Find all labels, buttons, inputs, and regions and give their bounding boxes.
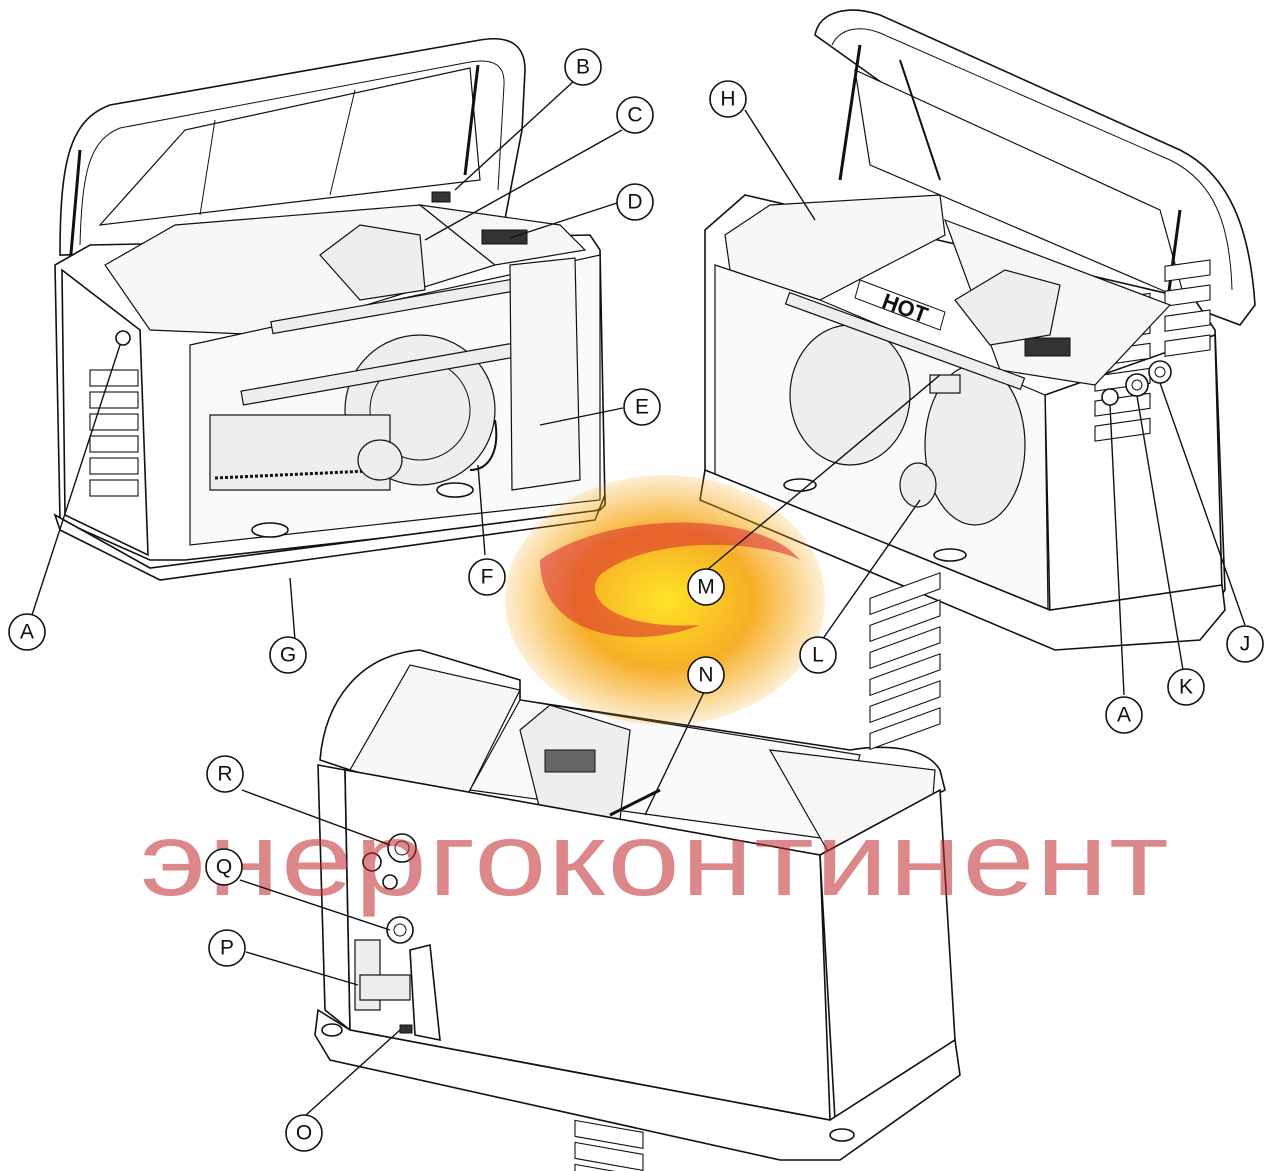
svg-text:N: N <box>698 664 713 687</box>
svg-text:J: J <box>1240 633 1251 656</box>
callout-g: G <box>269 636 307 674</box>
svg-text:C: C <box>627 104 642 127</box>
svg-text:P: P <box>220 937 234 960</box>
svg-text:B: B <box>576 56 590 79</box>
callout-a-right: A <box>1105 696 1143 734</box>
watermark-logo <box>505 475 825 725</box>
svg-text:G: G <box>280 644 296 667</box>
svg-text:D: D <box>627 191 642 214</box>
callout-p: P <box>208 929 246 967</box>
callout-h: H <box>709 80 747 118</box>
watermark-text: энергоконтинент <box>140 802 1170 918</box>
leader-lines <box>31 79 1246 1116</box>
svg-text:R: R <box>217 763 232 786</box>
connector-j-icon <box>1148 360 1172 384</box>
engine-assembly-side <box>519 704 661 821</box>
svg-text:H: H <box>720 88 735 111</box>
callout-n: N <box>687 656 725 694</box>
fuel-regulator-assembly <box>354 939 441 1041</box>
svg-text:E: E <box>635 396 649 419</box>
svg-text:K: K <box>1179 676 1193 699</box>
generator-front-view <box>53 38 606 581</box>
svg-text:O: O <box>296 1122 312 1145</box>
callout-a-left: A <box>8 613 46 651</box>
svg-text:A: A <box>20 621 34 644</box>
callout-j: J <box>1226 625 1264 663</box>
callout-f: F <box>468 558 506 596</box>
callout-o: O <box>285 1114 323 1152</box>
callout-d: D <box>616 183 654 221</box>
callout-k: K <box>1167 668 1205 706</box>
generator-side-view <box>314 572 961 1171</box>
generator-rear-view: HOT <box>699 9 1256 651</box>
port-q-icon <box>386 916 414 944</box>
callout-q: Q <box>205 848 243 886</box>
side-view-vents <box>869 572 941 751</box>
callout-r: R <box>206 755 244 793</box>
connector-k-icon <box>1125 373 1149 397</box>
callout-e: E <box>623 388 661 426</box>
svg-text:L: L <box>812 644 824 667</box>
engine-assembly-rear <box>784 269 1061 526</box>
callout-c: C <box>616 96 654 134</box>
callout-b: B <box>564 48 602 86</box>
lid-lock-icon <box>1101 388 1119 406</box>
callout-l: L <box>799 636 837 674</box>
callouts: A B C D E F G H <box>8 48 1264 1152</box>
svg-text:A: A <box>1117 704 1131 727</box>
port-r-icon <box>387 833 417 863</box>
svg-text:F: F <box>481 566 494 589</box>
callout-m: M <box>687 568 725 606</box>
left-side-vents <box>89 369 139 497</box>
svg-text:Q: Q <box>216 856 232 879</box>
engine-assembly <box>209 224 540 491</box>
lid-lock-icon <box>115 330 131 346</box>
svg-text:M: M <box>697 576 715 599</box>
